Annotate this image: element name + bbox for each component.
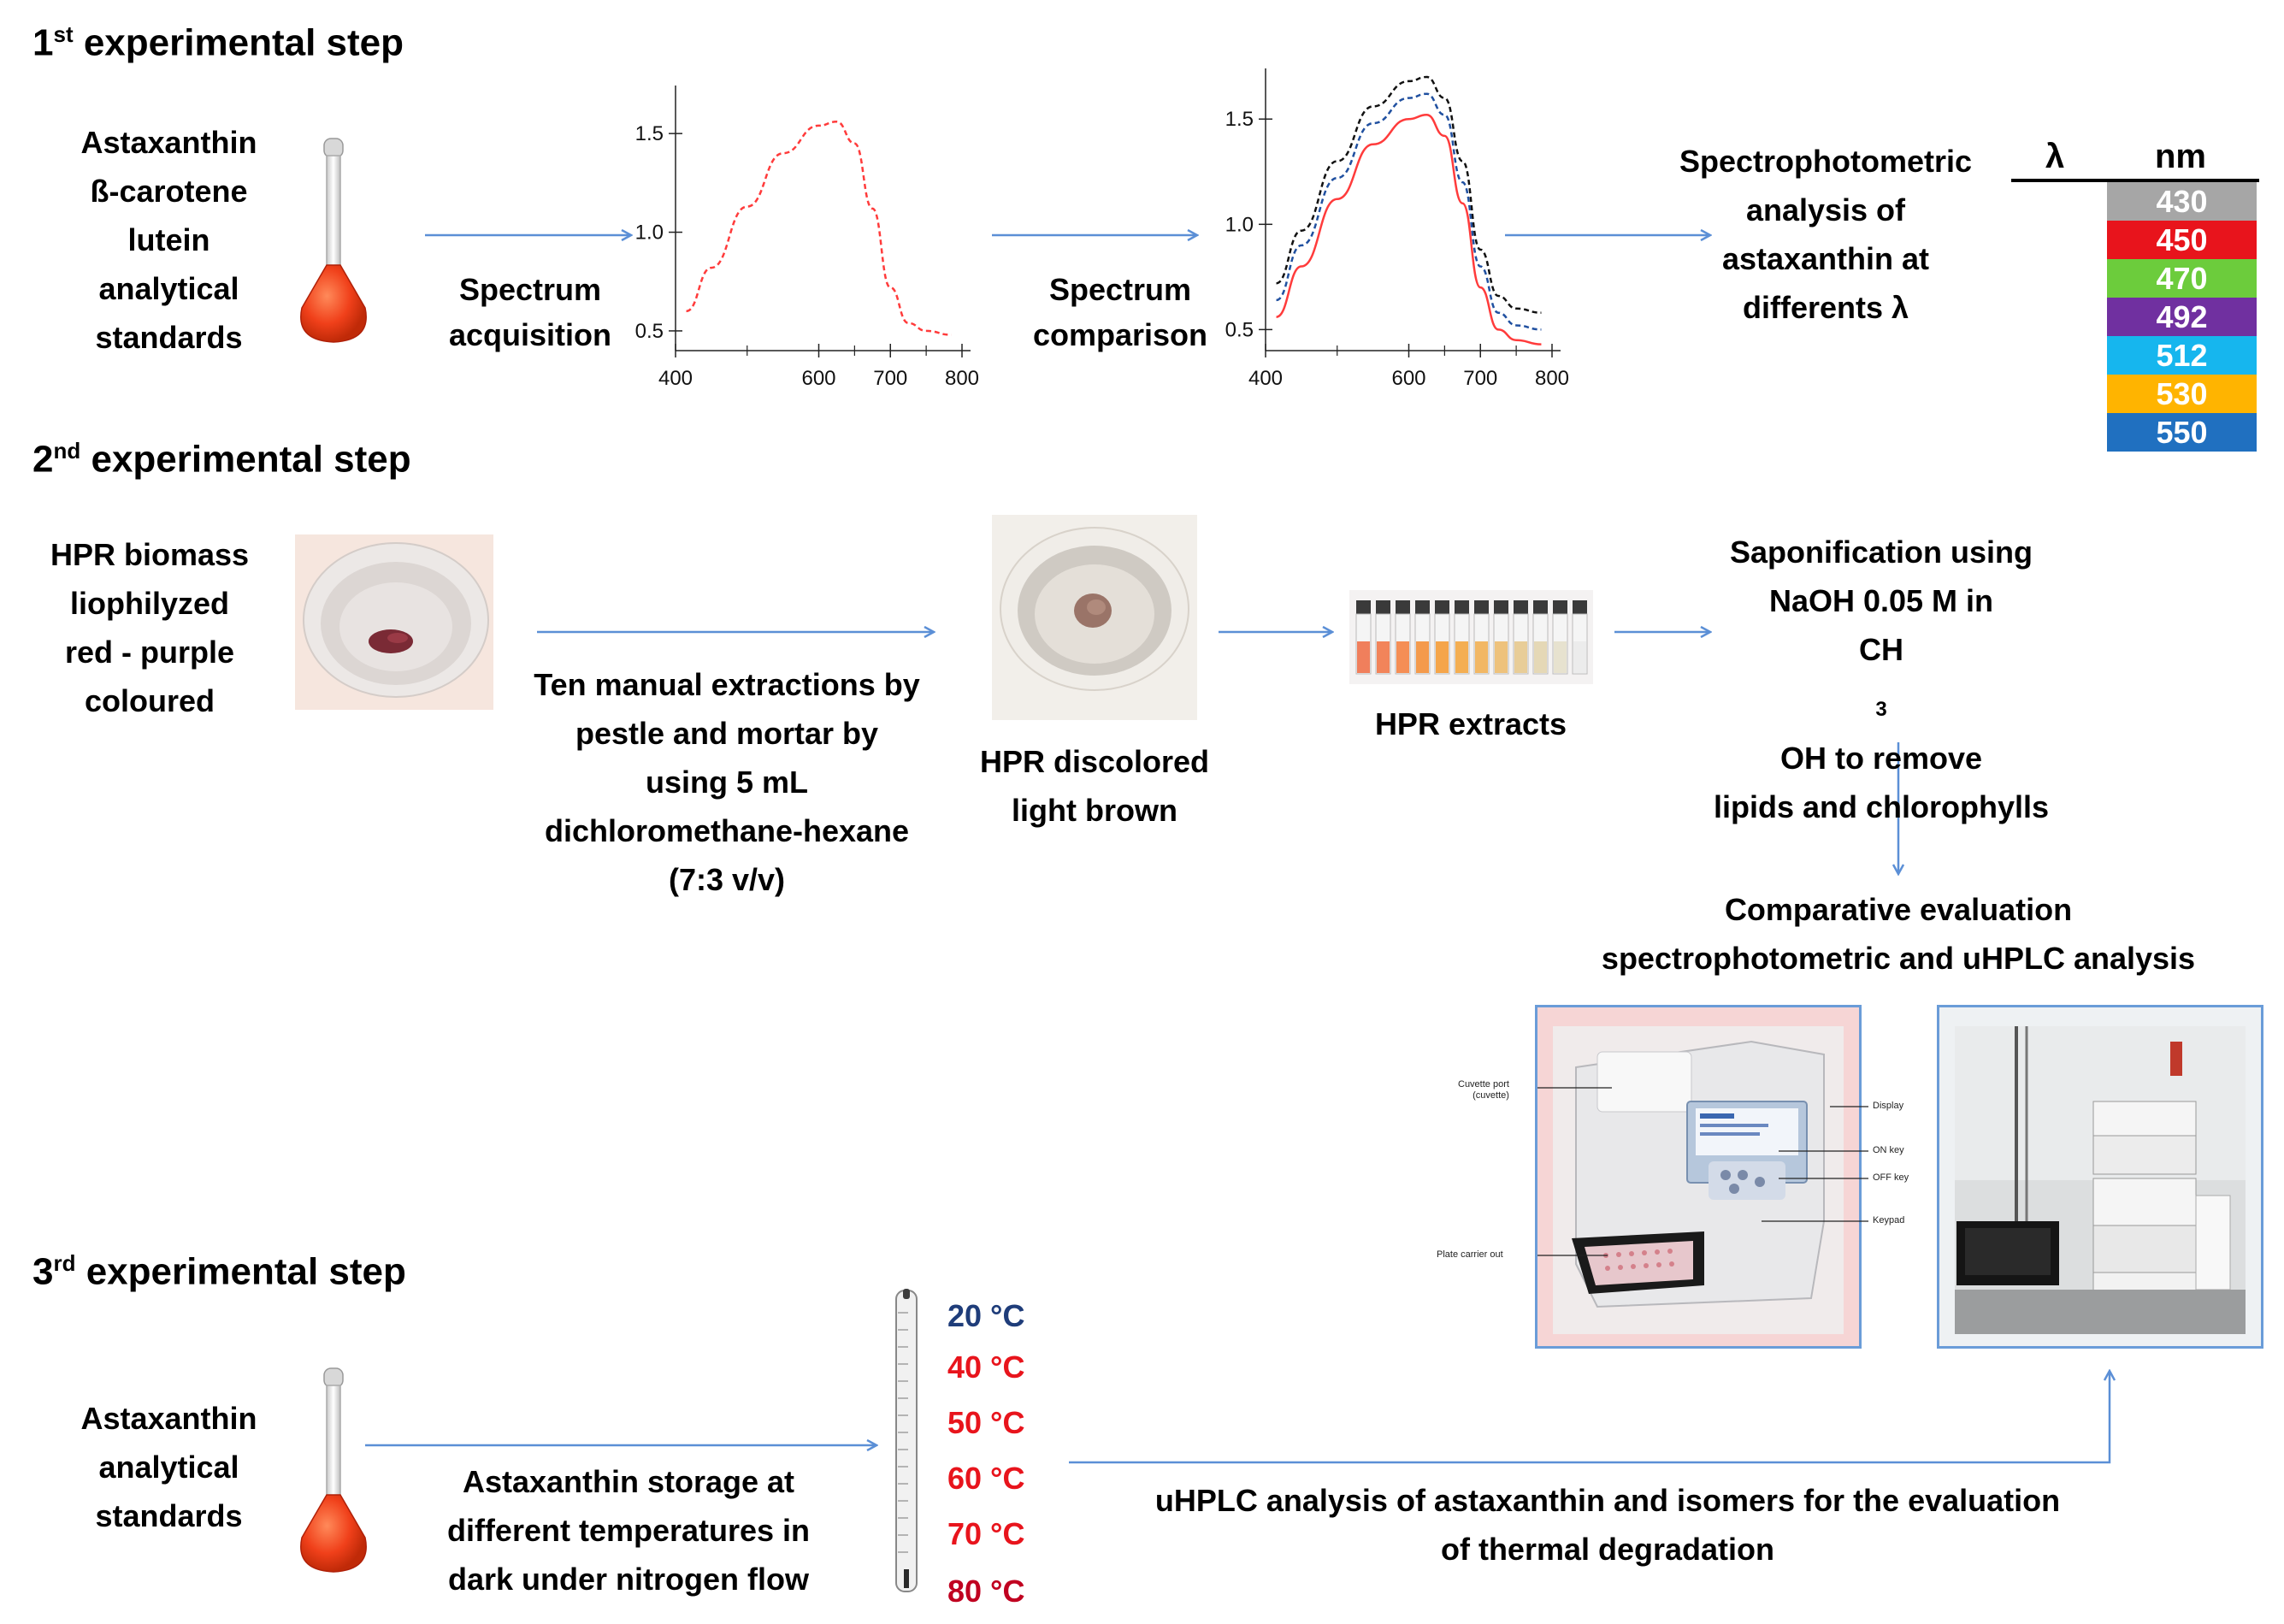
y-tick-label: 1.0 — [635, 221, 664, 245]
series-line-2 — [1276, 114, 1542, 345]
callout-plate-carrier: Plate carrier out — [1437, 1249, 1503, 1260]
wavelength-row: 450 — [2107, 221, 2257, 259]
spectrophotometer-photo-panel — [1535, 1005, 1862, 1349]
temperature-80: 80 °C — [947, 1574, 1025, 1609]
temperature-60: 60 °C — [947, 1461, 1025, 1496]
wavelength-row: 492 — [2107, 298, 2257, 336]
x-tick-label: 600 — [1391, 367, 1425, 390]
temperature-50: 50 °C — [947, 1405, 1025, 1440]
vial-extract — [1475, 641, 1488, 673]
hpr-extracts-label: HPR extracts — [1374, 706, 1567, 741]
arrow-uhplc-to-instrument — [1069, 1371, 2110, 1464]
vial-extract — [1514, 641, 1527, 673]
standards-label: Astaxanthin ß-carotene lutein analytical… — [80, 125, 257, 355]
vial-extract — [1377, 641, 1390, 673]
callout-cuvette-port: Cuvette port(cuvette) — [1458, 1079, 1509, 1101]
x-tick-label: 800 — [1535, 367, 1569, 390]
vial-cap — [1553, 600, 1567, 614]
nm-header: nm — [2155, 138, 2206, 175]
spectrum-chart-2: 400 600 700 800 0.5 1.0 1.5 — [1225, 68, 1569, 390]
spectrum-comparison-label: Spectrum comparison — [1032, 272, 1208, 352]
step3-standards-label: Astaxanthin analytical standards — [80, 1401, 257, 1533]
series-line-0 — [1276, 75, 1542, 314]
hpr-extract-vials-photo — [1349, 590, 1593, 684]
x-tick-label: 400 — [658, 367, 693, 390]
y-tick-label: 0.5 — [635, 320, 664, 343]
wavelength-row: 430 — [2107, 182, 2257, 221]
y-tick-label: 1.5 — [1225, 108, 1254, 131]
temperature-20: 20 °C — [947, 1298, 1025, 1333]
spectrum-acquisition-label: Spectrum acquisition — [448, 272, 612, 352]
x-tick-label: 700 — [873, 367, 907, 390]
vial-cap — [1376, 600, 1390, 614]
discolored-label: HPR discolored light brown — [979, 744, 1210, 828]
step1-heading: 1st experimental step — [32, 21, 404, 64]
wavelength-table: λ nm 430 450 470 492 512 530 550 — [2011, 134, 2259, 452]
temperature-70: 70 °C — [947, 1516, 1025, 1551]
lambda-header: λ — [2045, 138, 2065, 175]
wavelength-row: 470 — [2107, 259, 2257, 298]
y-tick-label: 1.0 — [1225, 213, 1254, 236]
uhplc-analysis-label: uHPLC analysis of astaxanthin and isomer… — [1154, 1483, 2061, 1567]
biomass-label: HPR biomass liophilyzed red - purple col… — [50, 537, 250, 718]
vial-cap — [1435, 600, 1449, 614]
callout-off-key: OFF key — [1873, 1172, 1909, 1183]
spectrophotometer-image — [1553, 1026, 1844, 1334]
wavelength-table-header: λ nm — [2011, 134, 2259, 182]
volumetric-flask-icon — [300, 138, 367, 343]
uhplc-instrument-image — [1955, 1026, 2246, 1334]
step2-heading: 2nd experimental step — [32, 438, 411, 481]
vial-cap — [1533, 600, 1548, 614]
wavelength-row: 550 — [2107, 413, 2257, 452]
step3-heading: 3rd experimental step — [32, 1250, 406, 1293]
callout-display: Display — [1873, 1101, 1904, 1111]
volumetric-flask-icon — [300, 1367, 367, 1573]
vial-extract — [1554, 641, 1567, 673]
callout-keypad: Keypad — [1873, 1215, 1905, 1225]
vial-extract — [1495, 641, 1508, 673]
storage-label: Astaxanthin storage at different tempera… — [446, 1464, 811, 1597]
x-tick-label: 800 — [945, 367, 979, 390]
temperature-40: 40 °C — [947, 1349, 1025, 1385]
vial-extract — [1534, 641, 1547, 673]
comparative-evaluation-label: Comparative evaluation spectrophotometri… — [1601, 892, 2196, 976]
vial-cap — [1573, 600, 1587, 614]
series-line-1 — [1276, 92, 1542, 331]
mortar-biomass-photo — [295, 534, 493, 710]
vial-cap — [1415, 600, 1430, 614]
vial-extract — [1436, 641, 1449, 673]
x-tick-label: 700 — [1463, 367, 1497, 390]
x-tick-label: 400 — [1248, 367, 1283, 390]
vial-extract — [1573, 641, 1586, 673]
series-line-0 — [686, 121, 952, 336]
vial-cap — [1474, 600, 1489, 614]
vial-extract — [1396, 641, 1409, 673]
y-tick-label: 0.5 — [1225, 318, 1254, 341]
y-tick-label: 1.5 — [635, 122, 664, 145]
vial-extract — [1357, 641, 1370, 673]
thermometer-icon — [895, 1289, 918, 1592]
spectrum-chart-1: 400 600 700 800 0.5 1.0 1.5 — [635, 86, 979, 390]
mortar-discolored-photo — [992, 515, 1197, 720]
vial-extract — [1455, 641, 1468, 673]
vial-cap — [1356, 600, 1371, 614]
x-tick-label: 600 — [801, 367, 835, 390]
vial-extract — [1416, 641, 1429, 673]
vial-cap — [1494, 600, 1508, 614]
vial-cap — [1514, 600, 1528, 614]
wavelength-row: 530 — [2107, 375, 2257, 413]
uhplc-photo-panel — [1937, 1005, 2263, 1349]
vial-cap — [1396, 600, 1410, 614]
vial-cap — [1455, 600, 1469, 614]
extraction-label: Ten manual extractions by pestle and mor… — [534, 667, 920, 897]
analysis-label: Spectrophotometric analysis of astaxanth… — [1679, 144, 1973, 325]
wavelength-row: 512 — [2107, 336, 2257, 375]
callout-on-key: ON key — [1873, 1145, 1904, 1155]
